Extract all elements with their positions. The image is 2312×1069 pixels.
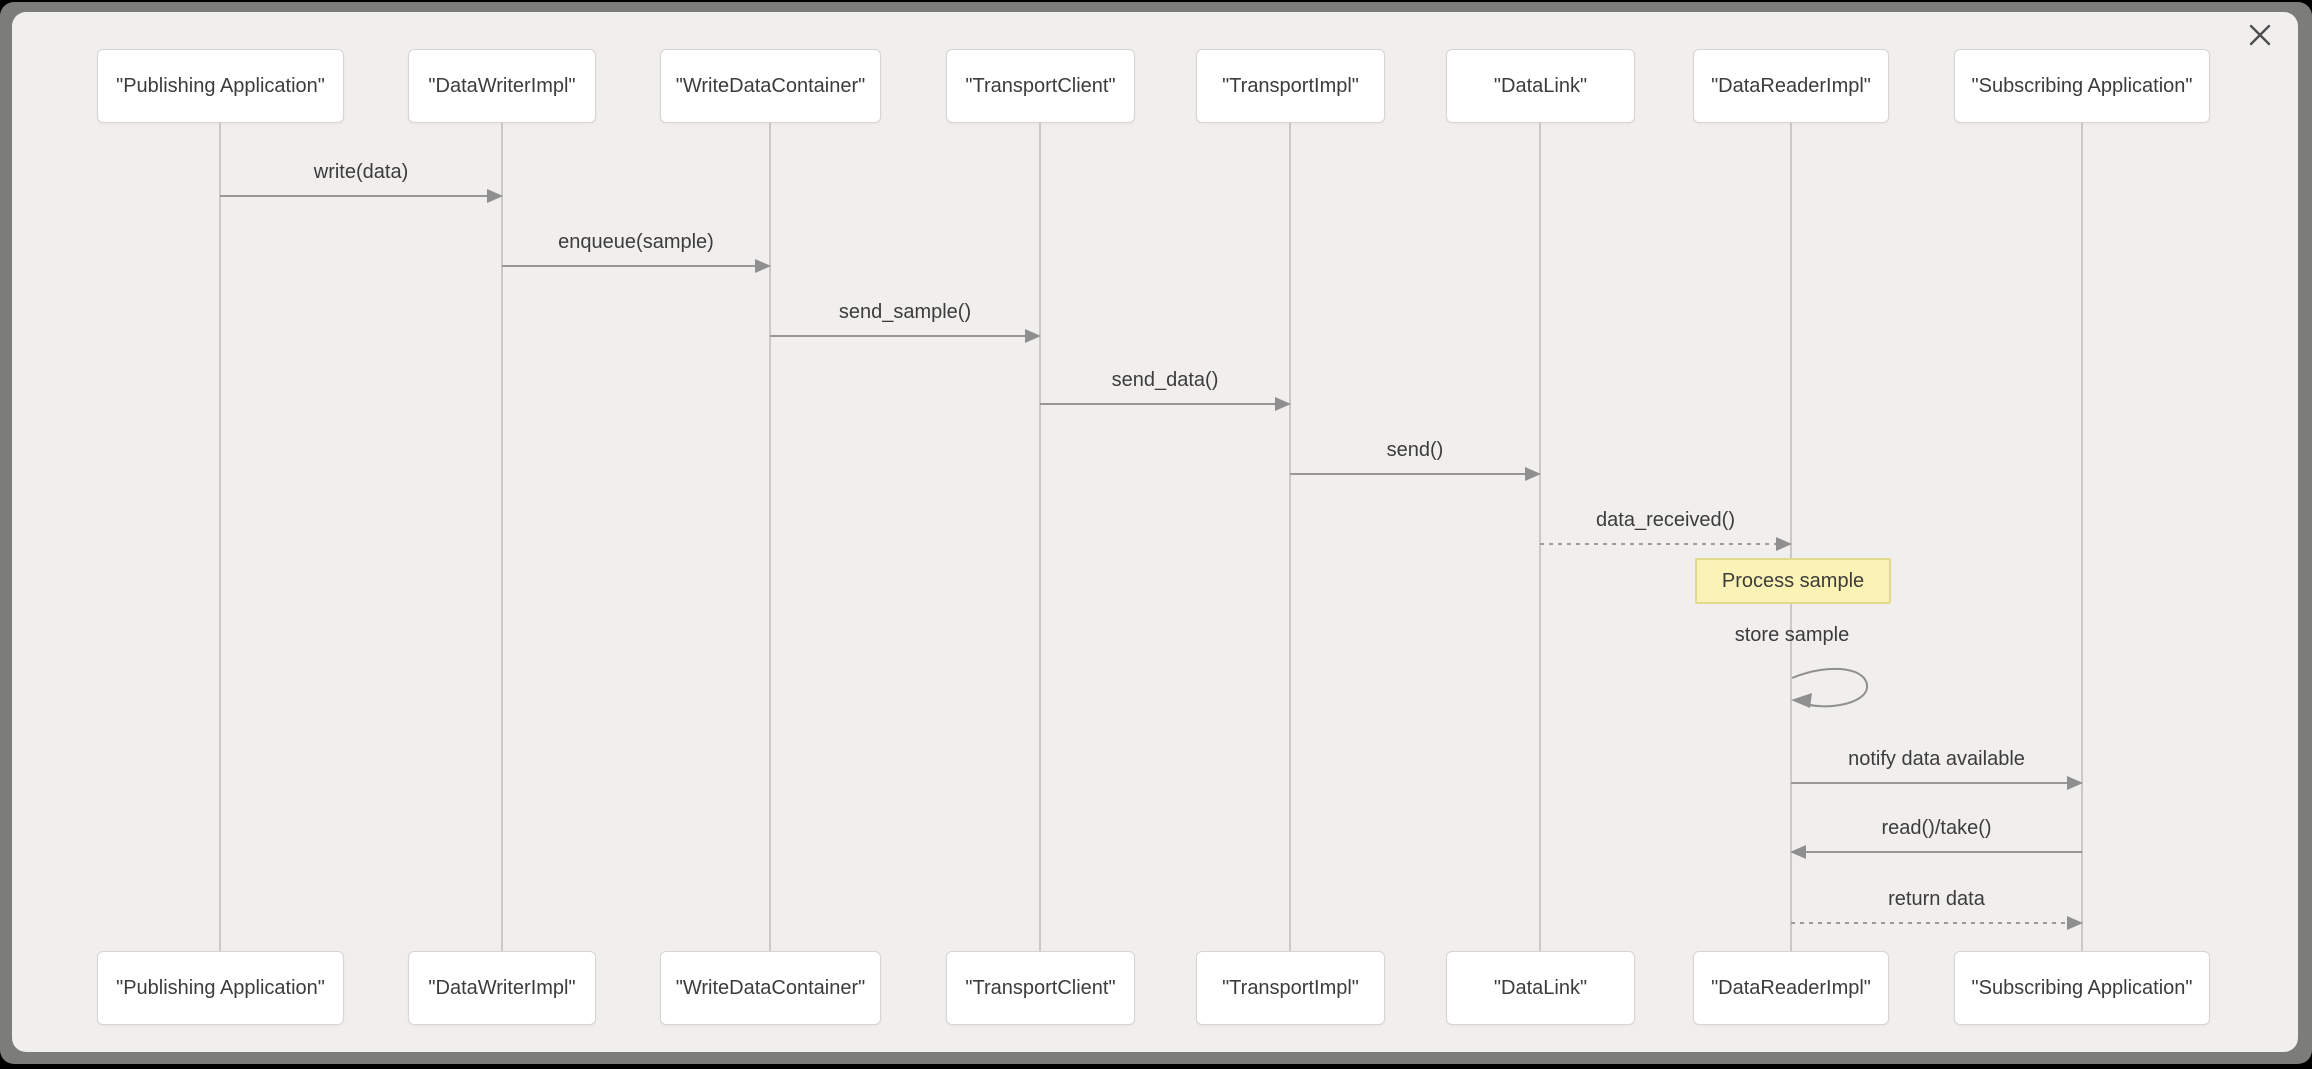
participant-label: "TransportImpl" — [1222, 74, 1359, 97]
participant-label: "Publishing Application" — [116, 74, 325, 97]
arrowhead-right-icon — [487, 189, 503, 203]
participant-top-datawriterimpl: "DataWriterImpl" — [408, 49, 596, 123]
message-label: send_sample() — [838, 301, 972, 323]
message-label: write(data) — [313, 161, 409, 183]
self-loop-arrow-icon — [1789, 666, 1881, 725]
message-data-received: data_received() — [1540, 503, 1792, 551]
lifeline-subscribing-application — [2081, 123, 2083, 951]
message-label: enqueue(sample) — [558, 231, 714, 253]
message-send-sample: send_sample() — [770, 295, 1041, 343]
message-read-take: read()/take() — [1790, 811, 2082, 859]
lifeline-writedatacontainer — [769, 123, 771, 951]
arrowhead-right-icon — [1525, 467, 1541, 481]
message-send-data: send_data() — [1040, 363, 1291, 411]
arrow-line — [220, 195, 489, 197]
participant-top-transportimpl: "TransportImpl" — [1196, 49, 1385, 123]
message-write-data: write(data) — [220, 155, 503, 203]
message-label: read()/take() — [1881, 817, 1992, 839]
message-label: return data — [1888, 888, 1985, 910]
participant-label: "Subscribing Application" — [1971, 976, 2193, 999]
participant-label: "DataWriterImpl" — [428, 74, 576, 97]
participant-label: "WriteDataContainer" — [675, 976, 866, 999]
note-process-sample: Process sample — [1695, 558, 1891, 604]
arrow-line — [1290, 473, 1527, 475]
lifeline-transportimpl — [1289, 123, 1291, 951]
participant-label: "TransportClient" — [965, 976, 1116, 999]
close-icon — [2242, 17, 2282, 57]
participant-label: "DataLink" — [1493, 74, 1588, 97]
message-label: send_data() — [1111, 369, 1219, 391]
participant-label: "DataReaderImpl" — [1711, 74, 1871, 97]
arrow-line — [1791, 782, 2069, 784]
message-label: notify data available — [1848, 748, 2025, 770]
arrowhead-right-icon — [2067, 776, 2083, 790]
participant-bottom-datawriterimpl: "DataWriterImpl" — [408, 951, 596, 1025]
participant-bottom-publishing-application: "Publishing Application" — [97, 951, 344, 1025]
arrow-line — [1804, 851, 2082, 853]
participant-bottom-writedatacontainer: "WriteDataContainer" — [660, 951, 881, 1025]
participant-top-datalink: "DataLink" — [1446, 49, 1635, 123]
arrowhead-right-icon — [1025, 329, 1041, 343]
participant-bottom-datalink: "DataLink" — [1446, 951, 1635, 1025]
arrowhead-left-icon — [1790, 845, 1806, 859]
participant-label: "DataReaderImpl" — [1711, 976, 1871, 999]
participant-top-subscribing-application: "Subscribing Application" — [1954, 49, 2210, 123]
arrow-line — [770, 335, 1027, 337]
participant-label: "DataWriterImpl" — [428, 976, 576, 999]
arrowhead-right-icon — [755, 259, 771, 273]
message-enqueue-sample: enqueue(sample) — [502, 225, 771, 273]
arrowhead-right-icon — [1776, 537, 1792, 551]
message-store-sample-label: store sample — [1734, 624, 1850, 646]
lifeline-publishing-application — [219, 123, 221, 951]
message-return-data: return data — [1791, 882, 2083, 930]
participant-label: "Subscribing Application" — [1971, 74, 2193, 97]
arrow-line — [502, 265, 757, 267]
participant-top-datareaderimpl: "DataReaderImpl" — [1693, 49, 1889, 123]
lifeline-datalink — [1539, 123, 1541, 951]
participant-label: "WriteDataContainer" — [675, 74, 866, 97]
participant-bottom-transportclient: "TransportClient" — [946, 951, 1135, 1025]
arrowhead-right-icon — [2067, 916, 2083, 930]
arrow-line — [1040, 403, 1277, 405]
message-label: data_received() — [1596, 509, 1735, 531]
message-label: send() — [1386, 439, 1444, 461]
participant-top-transportclient: "TransportClient" — [946, 49, 1135, 123]
lifeline-datawriterimpl — [501, 123, 503, 951]
participant-label: "TransportImpl" — [1222, 976, 1359, 999]
message-notify-data-available: notify data available — [1791, 742, 2083, 790]
note-label: Process sample — [1721, 569, 1865, 592]
participant-top-writedatacontainer: "WriteDataContainer" — [660, 49, 881, 123]
arrowhead-right-icon — [1275, 397, 1291, 411]
participant-bottom-transportimpl: "TransportImpl" — [1196, 951, 1385, 1025]
participant-label: "Publishing Application" — [116, 976, 325, 999]
diagram-panel: write(data) enqueue(sample) send_sample(… — [12, 12, 2298, 1052]
message-send: send() — [1290, 433, 1541, 481]
close-button[interactable] — [2242, 17, 2282, 57]
participant-bottom-subscribing-application: "Subscribing Application" — [1954, 951, 2210, 1025]
arrow-line-dashed — [1791, 922, 2069, 924]
participant-top-publishing-application: "Publishing Application" — [97, 49, 344, 123]
participant-bottom-datareaderimpl: "DataReaderImpl" — [1693, 951, 1889, 1025]
participant-label: "DataLink" — [1493, 976, 1588, 999]
participant-label: "TransportClient" — [965, 74, 1116, 97]
arrow-line-dashed — [1540, 543, 1778, 545]
lifeline-transportclient — [1039, 123, 1041, 951]
